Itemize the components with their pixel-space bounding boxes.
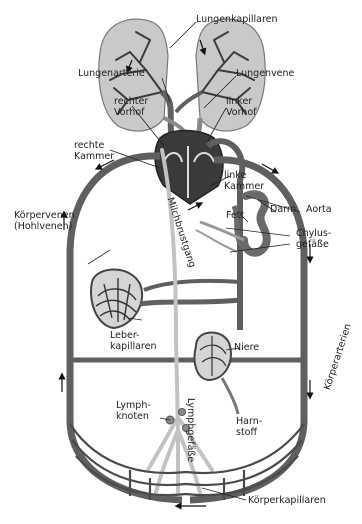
label-darm: Darm	[270, 204, 296, 215]
label-leberkapillaren: Leber- kapillaren	[110, 330, 157, 352]
label-rechte-kammer: rechte Kammer	[74, 140, 114, 162]
kidney	[195, 333, 239, 415]
label-koerpervenen: Körpervenen (Hohlvenen)	[14, 210, 75, 232]
label-aorta: Aorta	[306, 204, 332, 215]
label-niere: Niere	[234, 342, 259, 353]
label-harnstoff: Harn- stoff	[236, 416, 262, 438]
label-fett: Fett	[226, 210, 244, 221]
label-linker-vorhof: linker Vorhof	[226, 96, 257, 118]
label-koerperkapillaren: Körperkapillaren	[248, 495, 326, 506]
label-linke-kammer: linke Kammer	[224, 170, 264, 192]
kidney-outline	[195, 333, 231, 381]
label-lungenvene: Lungenvene	[236, 68, 294, 79]
label-lymphknoten: Lymph- knoten	[116, 400, 151, 422]
portal-vein	[140, 300, 240, 304]
body-veins-loop	[70, 156, 182, 500]
ureter	[222, 378, 238, 414]
label-lungenkapillaren: Lungenkapillaren	[196, 14, 278, 25]
label-chylusgefaesse: Chylus- gefäße	[296, 228, 331, 250]
label-rechter-vorhof: rechter Vorhof	[114, 96, 148, 118]
label-lymphgefaesse: Lymphgefäße	[185, 398, 196, 462]
label-lungenarterie: Lungenarterie	[78, 68, 145, 79]
lymph-system	[148, 150, 212, 492]
pulmonary-artery-right-branch	[176, 92, 202, 112]
